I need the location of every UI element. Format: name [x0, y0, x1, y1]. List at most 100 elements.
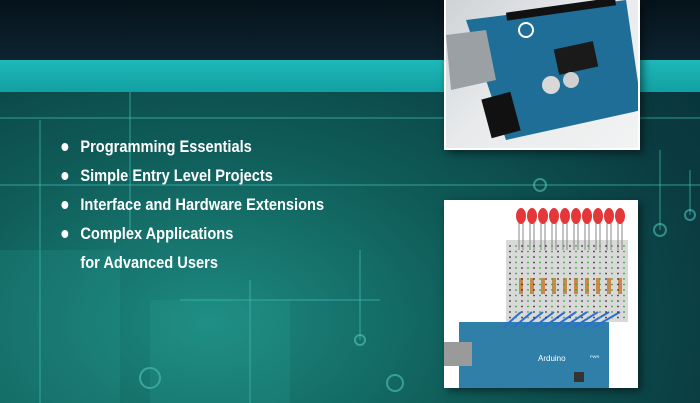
breadboard-hole [569, 300, 571, 302]
breadboard-hole [509, 305, 511, 308]
breadboard-hole [623, 289, 625, 291]
resistor-icon [596, 278, 600, 294]
breadboard-hole [545, 272, 547, 275]
led-icon [593, 208, 603, 224]
breadboard-hole [575, 305, 577, 308]
breadboard-hole [557, 311, 559, 313]
breadboard-hole [551, 272, 553, 275]
led-icon [582, 208, 592, 224]
breadboard-hole [515, 261, 517, 264]
resistor-icon [541, 278, 545, 294]
breadboard-hole [539, 267, 541, 269]
breadboard-hole [527, 267, 529, 269]
breadboard-hole [581, 305, 583, 308]
breadboard-hole [545, 316, 547, 319]
breadboard-hole [605, 272, 607, 275]
breadboard-hole [551, 294, 553, 297]
breadboard-hole [563, 316, 565, 319]
breadboard-hole [539, 245, 541, 247]
breadboard-hole [515, 300, 517, 302]
led-icon [571, 208, 581, 224]
resistor-icon [530, 278, 534, 294]
breadboard-hole [611, 305, 613, 308]
breadboard-hole [545, 278, 547, 280]
breadboard-hole [581, 278, 583, 280]
breadboard-hole [611, 283, 613, 286]
breadboard-hole [623, 261, 625, 264]
breadboard-schematic [444, 208, 628, 388]
breadboard-hole [581, 245, 583, 247]
breadboard-hole [527, 261, 529, 264]
breadboard-hole [581, 261, 583, 264]
breadboard-hole [545, 261, 547, 264]
breadboard-hole [605, 261, 607, 264]
breadboard-hole [527, 305, 529, 308]
breadboard-hole [557, 272, 559, 275]
breadboard-hole [623, 305, 625, 308]
breadboard-hole [587, 261, 589, 264]
breadboard-hole [575, 245, 577, 247]
breadboard-hole [593, 278, 595, 280]
breadboard-hole [569, 245, 571, 247]
bullet-icon [61, 230, 69, 238]
resistor-icon [552, 278, 556, 294]
bullet-item: Interface and Hardware Extensions [58, 190, 324, 219]
breadboard-hole [599, 300, 601, 302]
bullet-text: Complex Applications [80, 224, 234, 243]
breadboard-hole [575, 278, 577, 280]
breadboard-hole [563, 272, 565, 275]
breadboard-hole [605, 316, 607, 319]
bullet-item: Simple Entry Level Projects [58, 161, 324, 190]
breadboard-hole [509, 256, 511, 258]
breadboard-hole [599, 283, 601, 286]
breadboard-hole [623, 278, 625, 280]
resistor-icon [618, 278, 622, 294]
breadboard-hole [521, 283, 523, 286]
breadboard-hole [509, 300, 511, 302]
breadboard-hole [605, 305, 607, 308]
feature-list: Programming Essentials Simple Entry Leve… [58, 132, 367, 277]
breadboard-hole [539, 305, 541, 308]
breadboard-hole [557, 245, 559, 247]
breadboard-hole [515, 311, 517, 313]
breadboard-hole [563, 283, 565, 286]
breadboard-hole [575, 311, 577, 313]
breadboard-hole [587, 283, 589, 286]
breadboard-hole [533, 278, 535, 280]
breadboard-hole [587, 300, 589, 302]
breadboard-hole [509, 289, 511, 291]
breadboard-hole [611, 316, 613, 319]
breadboard-hole [581, 283, 583, 286]
breadboard-hole [599, 256, 601, 258]
breadboard-hole [605, 294, 607, 297]
breadboard-hole [515, 283, 517, 286]
breadboard-hole [569, 267, 571, 269]
breadboard-hole [593, 311, 595, 313]
breadboard-hole [605, 250, 607, 253]
breadboard-hole [539, 289, 541, 291]
jumper-wire [513, 311, 533, 328]
breadboard-hole [623, 245, 625, 247]
breadboard-hole [611, 300, 613, 302]
breadboard-hole [545, 300, 547, 302]
breadboard-hole [539, 283, 541, 286]
breadboard-hole [557, 283, 559, 286]
breadboard-hole [539, 311, 541, 313]
breadboard-hole [551, 300, 553, 302]
breadboard-hole [581, 250, 583, 253]
jumper-wire [543, 311, 566, 328]
breadboard-hole [545, 305, 547, 308]
breadboard-hole [527, 316, 529, 319]
breadboard-hole [545, 294, 547, 297]
breadboard-hole [551, 267, 553, 269]
breadboard-hole [605, 245, 607, 247]
breadboard-hole [545, 289, 547, 291]
breadboard-hole [521, 294, 523, 297]
breadboard-hole [557, 294, 559, 297]
breadboard-hole [593, 294, 595, 297]
breadboard-hole [551, 278, 553, 280]
breadboard-hole [599, 267, 601, 269]
breadboard-hole [587, 256, 589, 258]
breadboard-hole [611, 294, 613, 297]
